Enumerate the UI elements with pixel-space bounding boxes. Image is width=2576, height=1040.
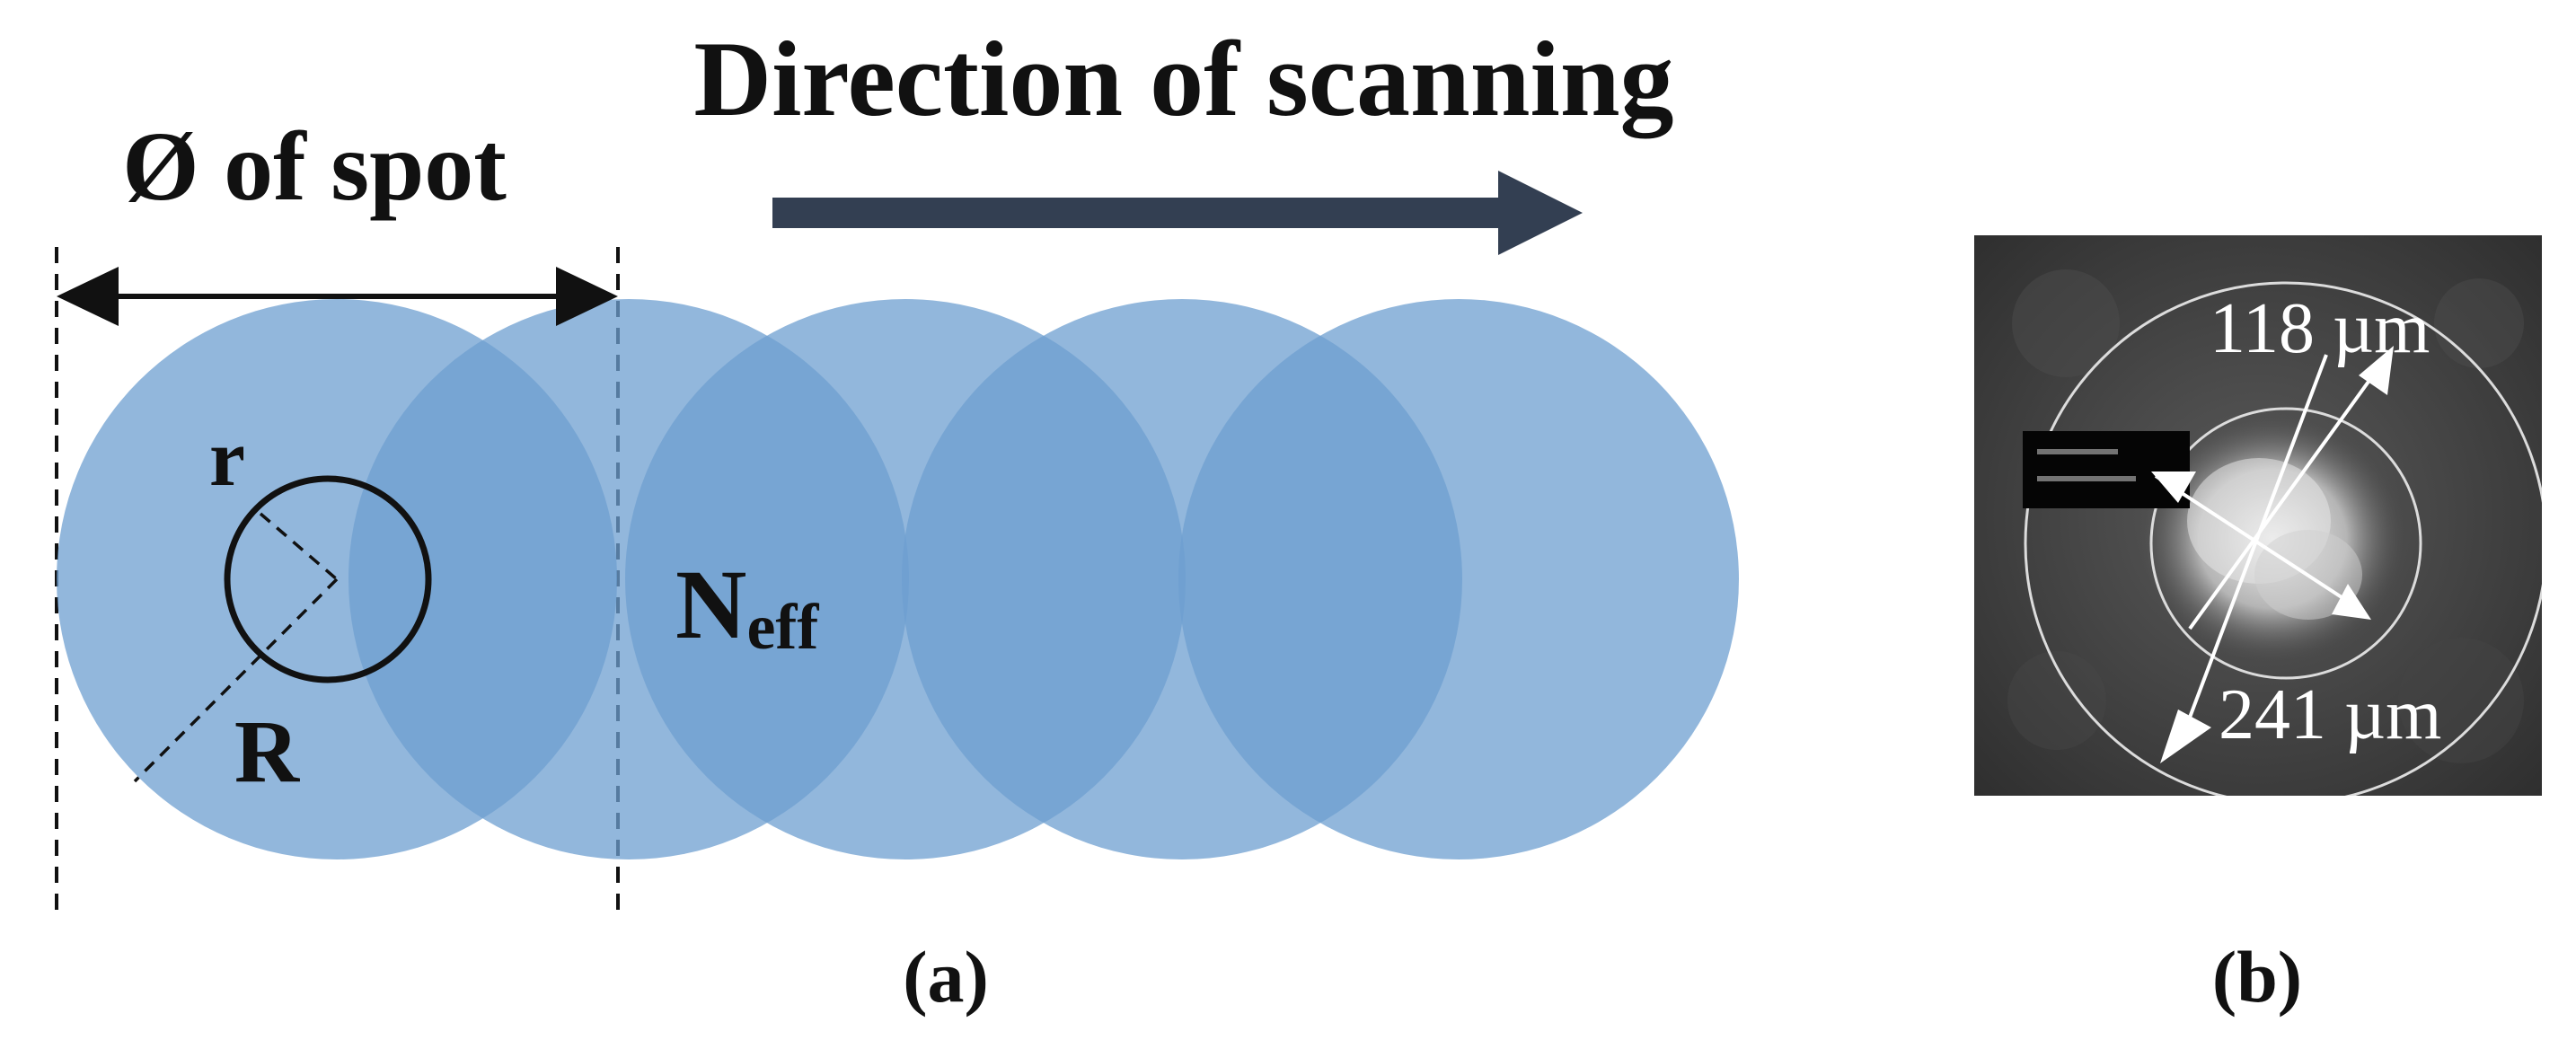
measurement-box <box>2023 431 2190 508</box>
small-radius-circle <box>224 475 432 683</box>
inner-measure-circle <box>2149 407 2422 680</box>
overlap-count-main: N <box>675 550 746 659</box>
spot-diameter-label: Ø of spot <box>122 111 507 221</box>
inner-diameter-label: 241 µm <box>2219 675 2441 754</box>
outer-measure-circle <box>2024 281 2542 796</box>
spot-diameter-arrow <box>57 267 618 326</box>
outer-diameter-arrow <box>2188 357 2386 630</box>
spot-micrograph: 118 µm 241 µm <box>1974 235 2542 796</box>
small-radius-line <box>259 512 339 581</box>
panel-a: Direction of scanning Ø of spot <box>55 19 1739 1018</box>
laser-spots <box>57 299 1739 859</box>
large-radius-label: R <box>234 701 301 801</box>
small-radius-label: r <box>209 414 245 503</box>
laser-spot <box>1178 299 1739 859</box>
caption-b: (b) <box>2212 936 2302 1018</box>
overlap-count-sub: eff <box>746 591 819 663</box>
scan-direction-arrow <box>772 171 1583 255</box>
outer-diameter-label: 118 µm <box>2210 289 2430 368</box>
caption-a: (a) <box>903 936 989 1018</box>
panel-b: 118 µm 241 µm (b) <box>1974 235 2542 1018</box>
overlap-count-label: Neff <box>675 550 819 663</box>
scan-direction-title: Direction of scanning <box>693 19 1673 139</box>
large-radius-line <box>133 577 339 783</box>
